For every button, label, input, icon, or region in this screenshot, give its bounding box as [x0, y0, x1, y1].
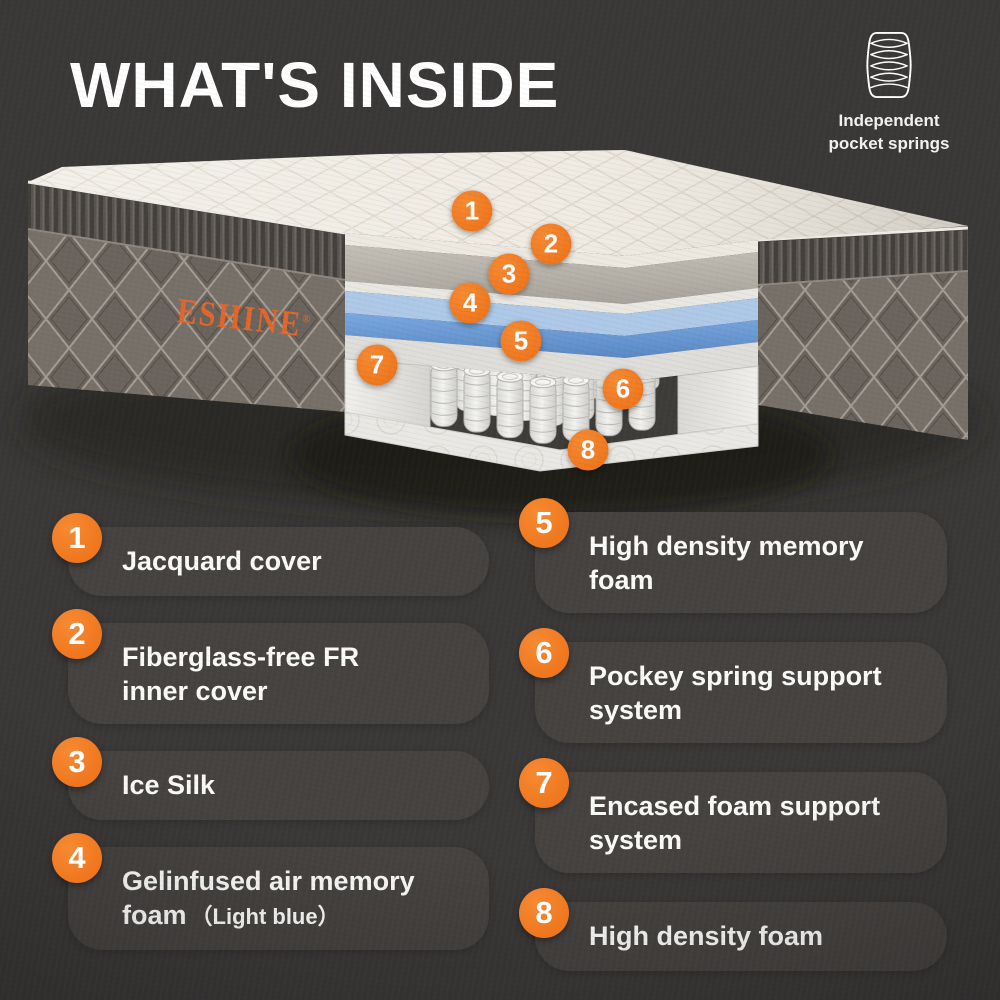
cutaway-layer-stack [345, 233, 758, 382]
legend-number-badge-8: 8 [519, 888, 569, 938]
legend-label-line: High density foam [589, 921, 824, 951]
spring-label-line2: pocket springs [828, 134, 950, 153]
layer-gel-foam-top [345, 291, 758, 336]
legend-label-line: High density memory [589, 531, 864, 561]
layer-marker-5: 5 [500, 320, 542, 362]
legend-label-pill: Fiberglass-free FR inner cover [68, 623, 489, 724]
legend-number-badge-3: 3 [52, 737, 102, 787]
spring-feature-label: Independent pocket springs [804, 109, 974, 155]
legend-number-badge-1: 1 [52, 513, 102, 563]
layer-marker-7: 7 [356, 344, 398, 386]
legend-number-badge-4: 4 [52, 833, 102, 883]
legend-label-pill: Jacquard cover [68, 527, 489, 596]
legend-number-badge-5: 5 [519, 498, 569, 548]
legend-label-line: Jacquard cover [122, 546, 322, 576]
layer-marker-2: 2 [530, 223, 572, 265]
legend-label-pill: High density foam [535, 902, 947, 971]
layer-ice-silk [345, 281, 758, 314]
legend-label-line: Encased foam support [589, 791, 881, 821]
spring-label-line1: Independent [838, 111, 940, 130]
legend-label-pill: Ice Silk [68, 751, 489, 820]
legend-label-line: system [589, 825, 683, 855]
page-title: WHAT'S INSIDE [70, 49, 560, 121]
legend-label-pill: High density memory foam [535, 512, 947, 613]
layer-memory-foam [345, 335, 758, 382]
legend-label-line: foam [589, 565, 654, 595]
legend-label-pill: Pockey spring support system [535, 642, 947, 743]
layer-marker-4: 4 [449, 282, 491, 324]
mattress-right-side-panel [757, 226, 969, 440]
legend-number-badge-7: 7 [519, 758, 569, 808]
mattress-left-side-panel: ESHINE® [27, 180, 346, 412]
legend-label-line: Ice Silk [122, 770, 216, 800]
mattress-top-surface [28, 150, 968, 256]
legend-label-line: system [589, 695, 683, 725]
pocket-spring-icon [866, 31, 912, 99]
layer-gray-foam [345, 245, 758, 304]
legend-label-line: Pockey spring support [589, 661, 882, 691]
layer-marker-3: 3 [488, 253, 530, 295]
layer-gel-foam-edge [345, 313, 758, 358]
spring-feature: Independent pocket springs [804, 30, 974, 155]
legend-number-badge-2: 2 [52, 609, 102, 659]
layer-marker-6: 6 [602, 368, 644, 410]
layer-marker-1: 1 [451, 190, 493, 232]
legend-label-pill: Gelinfused air memory foam（Light blue） [68, 847, 489, 950]
legend-label-line: Gelinfused air memory [122, 866, 415, 896]
base-foam-floor [344, 411, 759, 472]
legend-label-line: foam（Light blue） [122, 900, 340, 930]
layer-marker-8: 8 [567, 429, 609, 471]
legend-label-line: inner cover [122, 676, 268, 706]
legend-label-line: Fiberglass-free FR [122, 642, 360, 672]
legend-label-pill: Encased foam support system [535, 772, 947, 873]
legend-label-note: （Light blue） [190, 904, 340, 929]
encased-foam-right-wall [677, 365, 759, 435]
legend-number-badge-6: 6 [519, 628, 569, 678]
